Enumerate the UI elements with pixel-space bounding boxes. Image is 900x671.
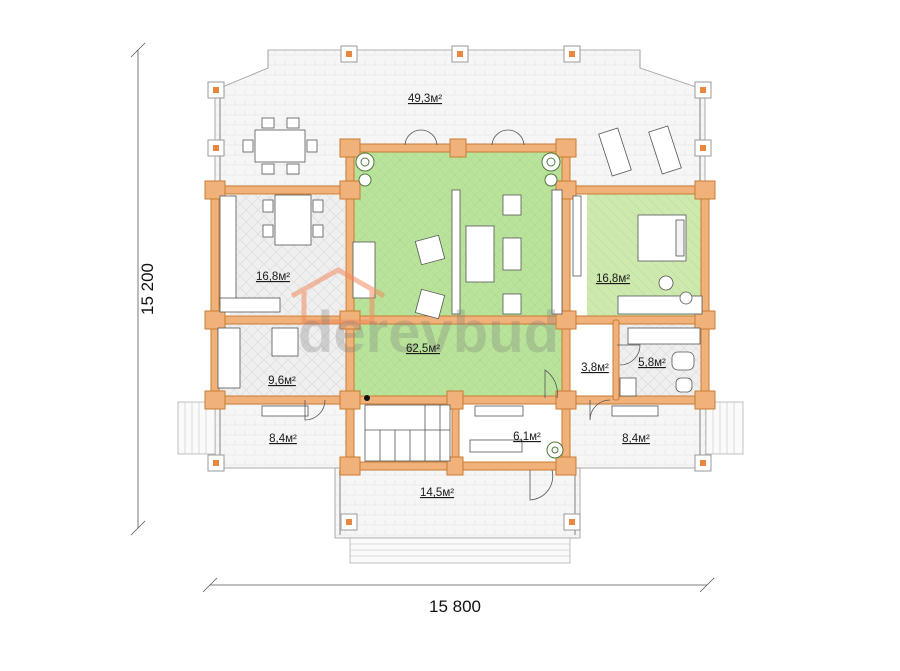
porch-left-area: 8,4м² bbox=[269, 433, 297, 445]
entrance-terrace-area: 14,5м² bbox=[420, 487, 454, 499]
watermark-text: derevbud bbox=[298, 300, 559, 365]
corridor-area: 3,8м² bbox=[581, 362, 609, 374]
storage-area: 9,6м² bbox=[268, 375, 296, 387]
staircase bbox=[364, 395, 451, 462]
hall-small-area: 6,1м² bbox=[513, 431, 541, 443]
plants bbox=[355, 152, 564, 459]
height-dimension-label: 15 200 bbox=[138, 263, 157, 315]
dimension-lines bbox=[130, 42, 715, 593]
watermark: derevbud bbox=[290, 267, 559, 365]
porch-right-area: 8,4м² bbox=[622, 433, 650, 445]
bedroom-area: 16,8м² bbox=[596, 273, 630, 285]
kitchen-area: 16,8м² bbox=[256, 271, 290, 283]
furniture bbox=[217, 117, 703, 453]
terrace-posts bbox=[207, 45, 712, 531]
living-hall-area: 62,5м² bbox=[406, 343, 440, 355]
terraces bbox=[177, 49, 744, 564]
width-dimension-label: 15 800 bbox=[429, 597, 481, 616]
doors bbox=[304, 129, 641, 501]
bathroom-area: 5,8м² bbox=[638, 357, 666, 369]
log-corners bbox=[204, 138, 716, 476]
terrace-north-area: 49,3м² bbox=[408, 93, 442, 105]
room-labels: 49,3м² 16,8м² 62,5м² 16,8м² 9,6м² 3,8м² … bbox=[256, 93, 666, 499]
